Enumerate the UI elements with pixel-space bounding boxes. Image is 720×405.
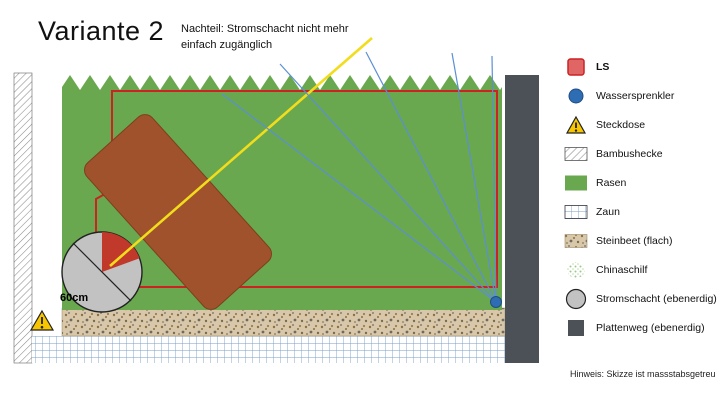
legend-item-rasen: Rasen — [562, 168, 720, 197]
fence-swatch-icon — [562, 204, 590, 220]
raised-bed — [84, 114, 272, 310]
lawn-swatch-icon — [562, 174, 590, 192]
ls-swatch-icon — [562, 57, 590, 77]
socket-swatch-icon — [562, 115, 590, 135]
legend-item-plattenweg: Plattenweg (ebenerdig) — [562, 313, 720, 342]
power-cable-line — [109, 37, 373, 267]
page-title: Variante 2 — [38, 16, 165, 46]
legend-item-ls: LS — [562, 52, 720, 81]
sprinkler-spray-lines — [221, 51, 497, 303]
legend-item-zaun: Zaun — [562, 197, 720, 226]
legend-item-stromschacht: Stromschacht (ebenerdig) — [562, 284, 720, 313]
shaft-diameter-annotation: 60cm — [60, 242, 132, 304]
legend-label: Stromschacht (ebenerdig) — [596, 292, 717, 305]
stone-bed-strip — [61, 307, 506, 337]
chinaschilf-swatch-icon — [562, 260, 590, 280]
socket-warning-icon — [29, 309, 55, 331]
legend-label: Steinbeet (flach) — [596, 234, 673, 247]
legend-label: Plattenweg (ebenerdig) — [596, 321, 705, 334]
shaft-red-sector — [102, 232, 140, 272]
legend-item-steinbeet: Steinbeet (flach) — [562, 226, 720, 255]
legend-item-wassersprenkler: Wassersprenkler — [562, 81, 720, 110]
legend-label: Steckdose — [596, 118, 646, 131]
legend-label: Zaun — [596, 205, 620, 218]
legend-label: Chinaschilf — [596, 263, 648, 276]
bamboo-swatch-icon — [562, 146, 590, 162]
legend: LS Wassersprenkler Steckdose Bambushecke… — [562, 52, 720, 342]
sprinkler-dot — [490, 296, 502, 308]
legend-label: LS — [596, 60, 610, 73]
legend-label: Rasen — [596, 176, 627, 189]
slabpath-swatch-icon — [562, 318, 590, 338]
shaft-swatch-icon — [562, 287, 590, 311]
drawback-note: Nachteil: Stromschacht nicht mehr einfac… — [181, 23, 349, 51]
fence-strip — [32, 336, 505, 363]
legend-item-steckdose: Steckdose — [562, 110, 720, 139]
scale-hint: Hinweis: Skizze ist massstabsgetreu — [570, 369, 716, 379]
legend-item-bambushecke: Bambushecke — [562, 139, 720, 168]
slab-path — [505, 75, 539, 363]
stonebed-swatch-icon — [562, 233, 590, 249]
legend-label: Wassersprenkler — [596, 89, 675, 102]
legend-item-chinaschilf: Chinaschilf — [562, 255, 720, 284]
hedge-zigzag-edge — [62, 75, 502, 90]
bamboo-hedge-strip — [13, 72, 33, 364]
sprinkler-swatch-icon — [562, 86, 590, 106]
shaft-diameter-label: 60cm — [60, 292, 88, 304]
legend-label: Bambushecke — [596, 147, 663, 160]
